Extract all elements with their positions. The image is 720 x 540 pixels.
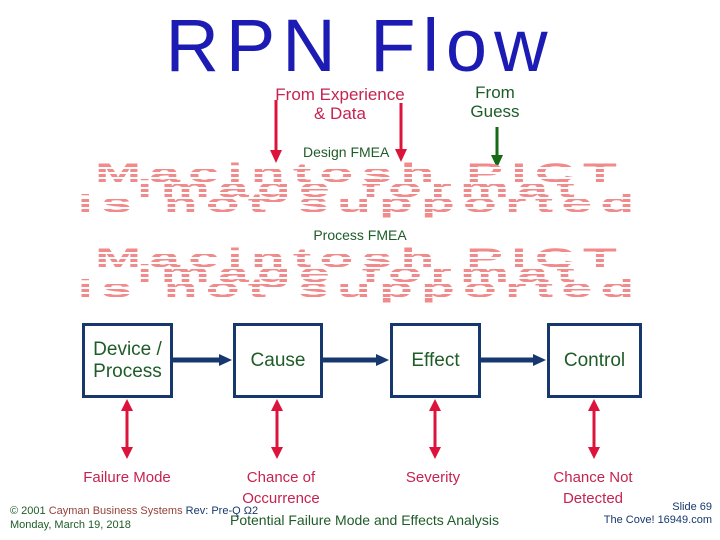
label-chance-of-occurrence: Chance of Occurrence <box>242 469 320 507</box>
from-experience-label: From Experience & Data <box>275 85 405 123</box>
pict-error-line: is not supported <box>77 188 643 218</box>
double-arrow-icon <box>588 399 600 459</box>
right-arrow-icon <box>322 354 389 366</box>
right-arrow-icon <box>172 354 232 366</box>
design-fmea-label: Design FMEA <box>303 144 390 160</box>
flow-box-cause: Cause <box>233 323 323 398</box>
down-arrow-icon <box>270 100 282 163</box>
footer-subtitle: Potential Failure Mode and Effects Analy… <box>230 512 500 528</box>
pict-error-message: Macintosh PICT image format is not suppo… <box>0 160 720 218</box>
site-name: The Cove! 16949.com <box>603 514 712 526</box>
pict-error-line: is not supported <box>77 273 643 303</box>
slide-title: RPN Flow <box>165 4 555 87</box>
down-arrow-icon <box>395 103 407 162</box>
double-arrow-icon <box>271 399 283 459</box>
double-arrow-icon <box>121 399 133 459</box>
double-arrow-icon <box>429 399 441 459</box>
company-name: Cayman Business Systems <box>48 505 183 517</box>
from-guess-label: From Guess <box>470 83 520 121</box>
copyright-year: © 2001 <box>10 505 46 517</box>
flow-box-device-process: Device / Process <box>82 323 173 398</box>
footer-date: Monday, March 19, 2018 <box>10 519 131 531</box>
process-fmea-label: Process FMEA <box>313 227 407 243</box>
footer-copyright-line: © 2001 Cayman Business Systems Rev: Pre-… <box>10 504 258 518</box>
label-severity: Severity <box>405 469 461 486</box>
footer-copyright: © 2001 Cayman Business Systems Rev: Pre-… <box>10 504 258 532</box>
slide-number: Slide 69 <box>672 501 712 513</box>
label-chance-not-detected: Chance Not Detected <box>553 469 633 507</box>
revision-label: Rev: Pre-Q Ω2 <box>185 505 259 517</box>
pict-error-message: Macintosh PICT image format is not suppo… <box>0 245 720 303</box>
right-arrow-icon <box>480 354 546 366</box>
label-failure-mode: Failure Mode <box>83 469 171 486</box>
flow-box-effect: Effect <box>390 323 481 398</box>
flow-box-control: Control <box>547 323 642 398</box>
footer-slide-info: Slide 69 The Cove! 16949.com <box>604 501 712 527</box>
down-arrow-icon <box>491 127 503 168</box>
